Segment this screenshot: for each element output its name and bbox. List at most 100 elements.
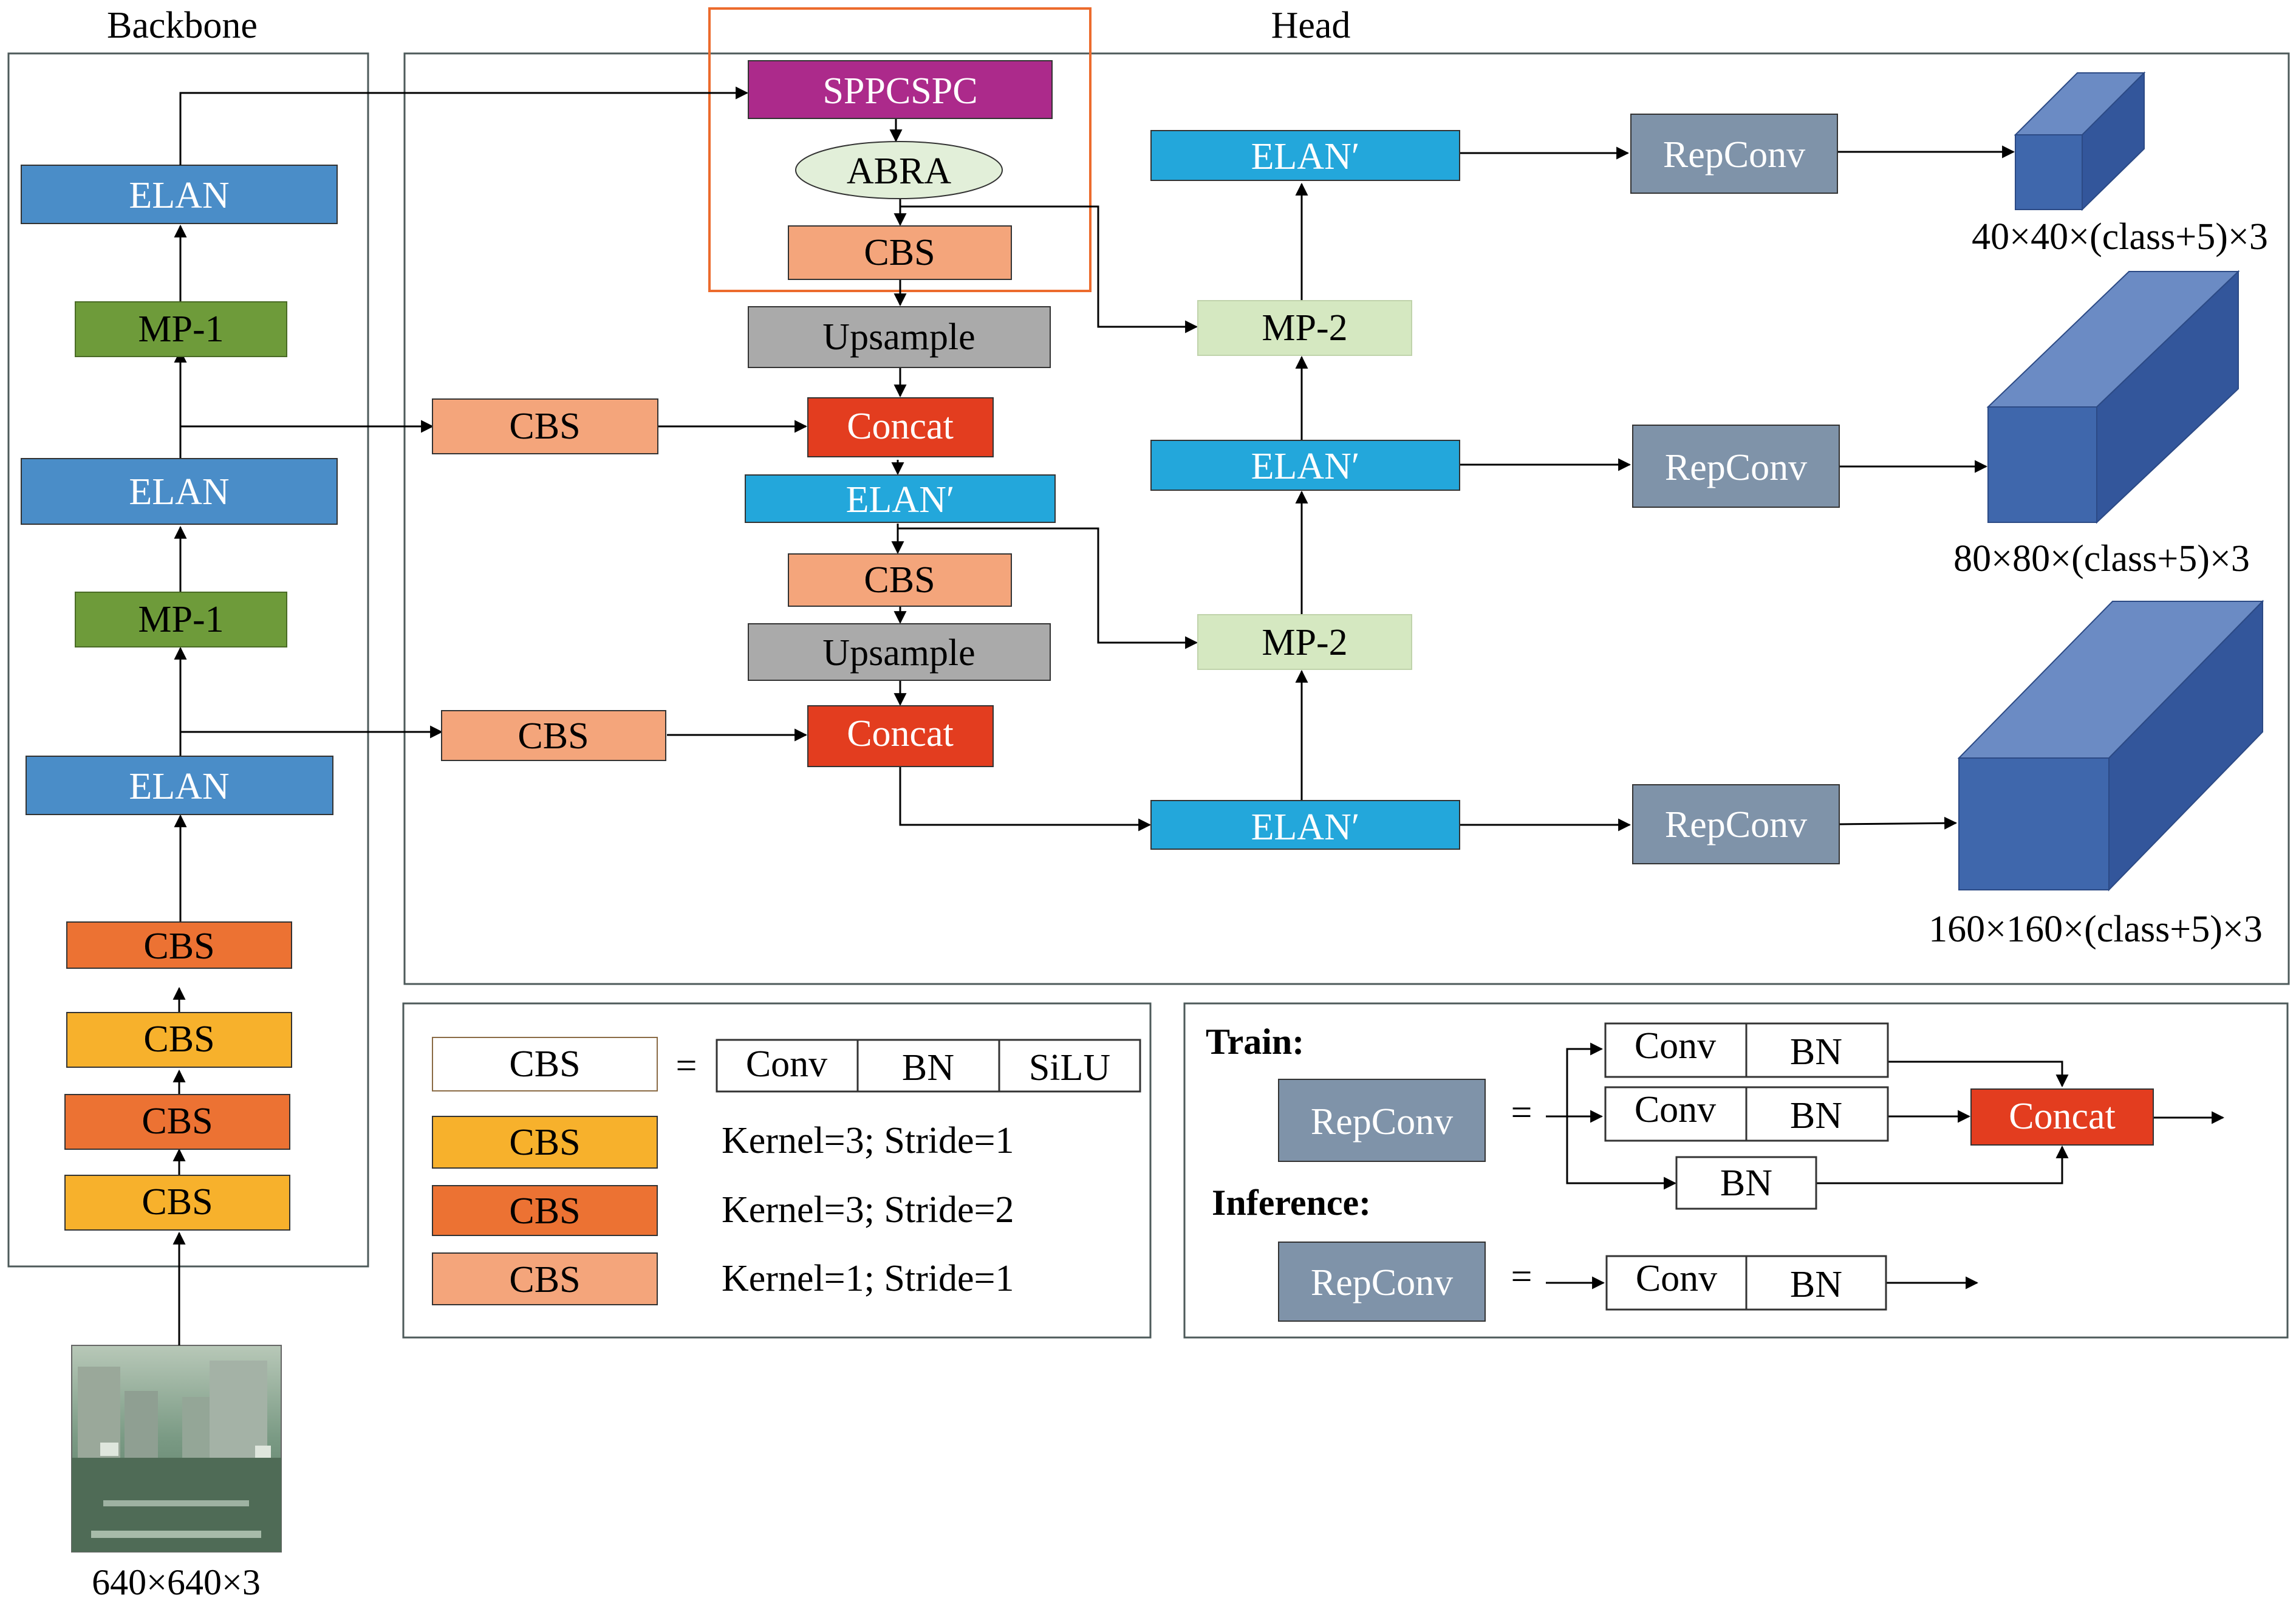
svg-text:BN: BN [1720,1163,1772,1204]
legend-cbs-k3s1: CBS Kernel=3; Stride=1 [432,1116,1014,1169]
backbone-elan-3: ELAN [21,165,338,224]
svg-text:BN: BN [1790,1095,1842,1136]
svg-text:CBS: CBS [142,1181,213,1223]
train-equals: = [1511,1092,1532,1133]
svg-text:Concat: Concat [2009,1096,2116,1137]
repconv-top-block: RepConv [1630,114,1838,194]
svg-text:Concat: Concat [847,406,954,447]
train-concat: Concat [1970,1088,2154,1146]
svg-text:ELAN′: ELAN′ [1251,136,1360,177]
svg-text:Kernel=3; Stride=1: Kernel=3; Stride=1 [722,1120,1014,1161]
backbone-mp1-1: MP-1 [75,592,287,647]
svg-text:RepConv: RepConv [1665,804,1807,845]
inference-equals: = [1511,1256,1532,1297]
svg-text:ELAN: ELAN [129,471,229,513]
output-tensor-80-cube [1986,270,2240,524]
svg-text:RepConv: RepConv [1311,1262,1453,1303]
svg-text:=: = [676,1045,697,1087]
svg-text:ELAN′: ELAN′ [1251,446,1360,487]
svg-text:Conv: Conv [1636,1258,1717,1299]
backbone-elan-2: ELAN [21,458,338,525]
svg-text:CBS: CBS [864,559,935,601]
svg-text:CBS: CBS [143,1019,214,1060]
output-label-40: 40×40×(class+5)×3 [1972,216,2268,258]
elan-prime-top-right-block: ELAN′ [1150,130,1460,181]
svg-text:RepConv: RepConv [1665,447,1807,488]
svg-text:ELAN: ELAN [129,175,229,216]
sppcspc-block: SPPCSPC [748,60,1053,119]
svg-text:CBS: CBS [509,1191,580,1232]
svg-text:CBS: CBS [142,1101,213,1142]
svg-text:Upsample: Upsample [822,632,975,674]
backbone-cbs-k3s1-upper: CBS [66,1012,292,1068]
output-tensor-160-cube [1957,600,2264,892]
svg-text:MP-1: MP-1 [138,309,224,350]
train-repconv-block: RepConv [1278,1079,1486,1162]
repconv-low-block: RepConv [1632,784,1840,864]
cbs-mid-block: CBS [788,553,1012,607]
legend-cbs-k3s2: CBS Kernel=3; Stride=2 [432,1185,1014,1236]
output-label-80: 80×80×(class+5)×3 [1953,538,2250,579]
svg-text:CBS: CBS [509,406,580,447]
legend-cbs-definition: CBS = Conv BN SiLU [432,1037,1141,1093]
svg-text:ELAN′: ELAN′ [1251,807,1360,848]
elan-prime-low-block: ELAN′ [1150,800,1460,850]
backbone-cbs-k3s2-upper: CBS [66,921,292,969]
concat-1-block: Concat [807,397,994,457]
svg-text:RepConv: RepConv [1663,134,1805,176]
svg-text:CBS: CBS [509,1122,580,1163]
inference-title: Inference: [1212,1183,1371,1223]
svg-text:CBS: CBS [518,716,589,757]
svg-text:MP-2: MP-2 [1262,307,1347,349]
cbs-lateral-2-block: CBS [441,710,666,761]
output-tensor-40-cube [2014,71,2146,211]
svg-text:Conv: Conv [1635,1089,1716,1130]
repconv-mid-block: RepConv [1632,425,1840,508]
svg-text:BN: BN [1790,1264,1842,1305]
svg-text:CBS: CBS [864,232,935,273]
cbs-top-block: CBS [788,225,1012,280]
backbone-mp1-2: MP-1 [75,301,287,357]
mp2-high-block: MP-2 [1197,300,1412,356]
inference-conv-bn: Conv BN [1605,1255,1887,1311]
train-title: Train: [1206,1022,1304,1062]
head-title: Head [1271,5,1351,46]
svg-text:SiLU: SiLU [1029,1047,1110,1088]
svg-text:SPPCSPC: SPPCSPC [822,70,977,112]
output-label-160: 160×160×(class+5)×3 [1929,909,2263,950]
head-connectors [179,86,2015,832]
svg-text:Conv: Conv [746,1044,827,1085]
svg-text:CBS: CBS [509,1259,580,1300]
elan-prime-middle-right-block: ELAN′ [1150,440,1460,491]
cbs-legend-frame [402,1002,1152,1339]
mp2-low-block: MP-2 [1197,614,1412,670]
input-image-icon [71,1345,282,1553]
svg-text:Concat: Concat [847,713,954,754]
input-size-label: 640×640×3 [92,1562,261,1602]
svg-text:ELAN: ELAN [129,766,229,807]
svg-text:MP-1: MP-1 [138,599,224,640]
backbone-connectors [173,224,187,1345]
backbone-cbs-k3s1-bottom: CBS [64,1175,290,1231]
svg-text:ELAN′: ELAN′ [846,479,955,521]
svg-text:ABRA: ABRA [847,151,951,192]
train-bn: BN [1675,1156,1817,1210]
cbs-lateral-1-block: CBS [432,398,658,454]
backbone-cbs-k3s2-lower: CBS [64,1094,290,1150]
train-conv-bn-1: Conv BN [1604,1022,1889,1078]
svg-text:BN: BN [902,1047,954,1088]
svg-text:Kernel=3; Stride=2: Kernel=3; Stride=2 [722,1189,1014,1231]
svg-text:CBS: CBS [509,1044,580,1085]
svg-text:Upsample: Upsample [822,316,975,358]
upsample-2-block: Upsample [748,623,1051,681]
train-conv-bn-2: Conv BN [1604,1086,1889,1142]
train-branch-connectors [1546,1042,2225,1190]
upsample-1-block: Upsample [748,306,1051,368]
concat-2-block: Concat [807,705,994,767]
backbone-title: Backbone [107,5,258,46]
svg-text:RepConv: RepConv [1311,1101,1453,1143]
repconv-legend-frame [1183,1002,2289,1339]
legend-cbs-k1s1: CBS Kernel=1; Stride=1 [432,1252,1014,1305]
